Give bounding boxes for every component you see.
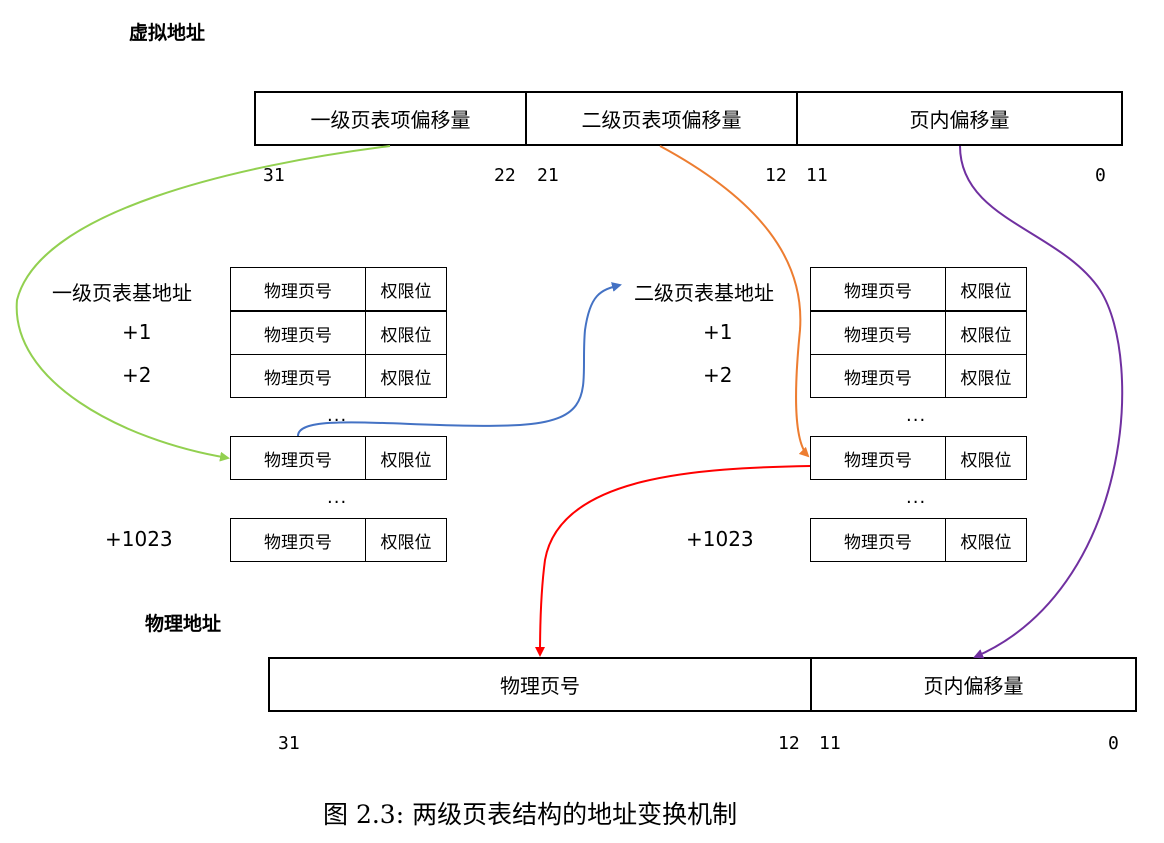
virtual-address-heading: 虚拟地址: [129, 22, 206, 44]
level2-offset-plus1: +1: [703, 320, 733, 344]
level1-offset-plus1: +1: [122, 320, 152, 344]
arrow-page-offset: [959, 145, 1124, 659]
entry-permission: 权限位: [960, 532, 1012, 553]
entry-ppn: 物理页号: [811, 519, 946, 561]
entry-ppn: 物理页号: [231, 312, 366, 354]
level2-entry-1023: 物理页号 权限位: [810, 518, 1027, 562]
level1-entry-selected: 物理页号 权限位: [230, 436, 447, 480]
va-level2-offset-field: 二级页表项偏移量: [525, 91, 798, 146]
arrow-level2-index: [659, 145, 810, 458]
entry-ppn: 物理页号: [231, 355, 366, 397]
level1-entry-0: 物理页号 权限位: [230, 267, 447, 311]
arrow-level1-index: [15, 145, 391, 462]
level2-offset-plus1023: +1023: [686, 527, 754, 551]
entry-ppn: 物理页号: [231, 437, 366, 479]
level2-ellipsis-upper: ...: [906, 405, 927, 426]
physical-address-heading: 物理地址: [145, 613, 222, 635]
entry-ppn: 物理页号: [231, 519, 366, 561]
entry-permission: 权限位: [380, 281, 432, 302]
entry-ppn: 物理页号: [811, 437, 946, 479]
level1-ellipsis-upper: ...: [327, 405, 348, 426]
entry-ppn: 物理页号: [231, 268, 366, 310]
level2-entry-selected: 物理页号 权限位: [810, 436, 1027, 480]
pa-bit-12: 12: [778, 733, 800, 754]
entry-permission: 权限位: [380, 450, 432, 471]
va-bit-11: 11: [806, 165, 828, 186]
level1-base-label: 一级页表基地址: [52, 281, 192, 305]
level2-entry-0: 物理页号 权限位: [810, 267, 1027, 311]
level2-entry-2: 物理页号 权限位: [810, 354, 1027, 398]
entry-permission: 权限位: [380, 325, 432, 346]
level1-entry-1023: 物理页号 权限位: [230, 518, 447, 562]
va-bit-12: 12: [765, 165, 787, 186]
pa-bit-31: 31: [278, 733, 300, 754]
va-bit-0: 0: [1095, 165, 1106, 186]
va-bit-31: 31: [263, 165, 285, 186]
level1-offset-plus2: +2: [122, 363, 152, 387]
entry-ppn: 物理页号: [811, 312, 946, 354]
entry-permission: 权限位: [960, 368, 1012, 389]
va-page-offset-field: 页内偏移量: [796, 91, 1123, 146]
entry-permission: 权限位: [380, 532, 432, 553]
pa-bit-0: 0: [1108, 733, 1119, 754]
level1-ellipsis-lower: ...: [327, 487, 348, 508]
entry-ppn: 物理页号: [811, 268, 946, 310]
level1-entry-2: 物理页号 权限位: [230, 354, 447, 398]
entry-permission: 权限位: [960, 450, 1012, 471]
level2-ellipsis-lower: ...: [906, 487, 927, 508]
level2-base-label: 二级页表基地址: [634, 281, 774, 305]
arrow-physical-page-number: [535, 465, 811, 657]
level2-offset-plus2: +2: [703, 363, 733, 387]
entry-permission: 权限位: [960, 281, 1012, 302]
va-bit-22: 22: [494, 165, 516, 186]
figure-caption: 图 2.3: 两级页表结构的地址变换机制: [323, 800, 738, 829]
arrow-level2-base: [297, 282, 622, 437]
entry-permission: 权限位: [960, 325, 1012, 346]
va-bit-21: 21: [537, 165, 559, 186]
entry-permission: 权限位: [380, 368, 432, 389]
level1-offset-plus1023: +1023: [105, 527, 173, 551]
entry-ppn: 物理页号: [811, 355, 946, 397]
pa-bit-11: 11: [819, 733, 841, 754]
